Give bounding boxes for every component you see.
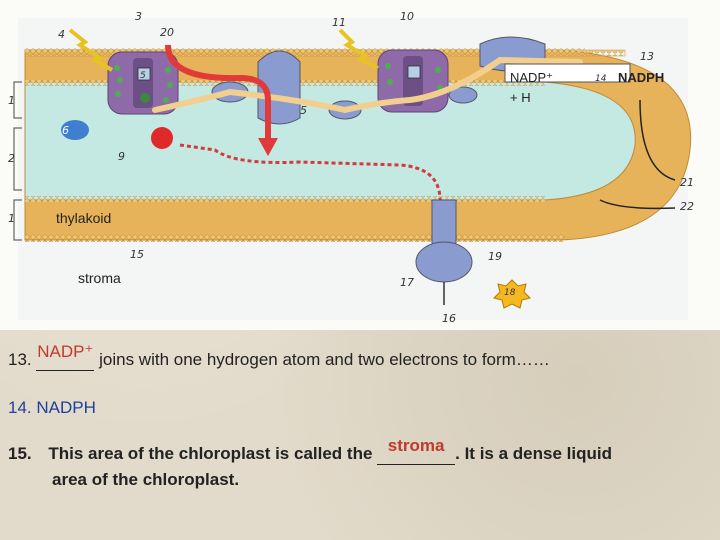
- number-6: 6: [62, 124, 69, 137]
- question-15-text-before: This area of the chloroplast is called t…: [48, 444, 373, 463]
- number-3: 3: [135, 10, 142, 23]
- question-13: 13. NADP⁺ joins with one hydrogen atom a…: [8, 342, 550, 371]
- question-15-answer: stroma: [387, 436, 445, 455]
- question-13-blank: NADP⁺: [36, 342, 95, 371]
- arrow-22: [599, 199, 676, 210]
- photosystem-ii: [107, 51, 179, 115]
- number-2: 2: [8, 152, 15, 165]
- number-19: 19: [488, 250, 502, 263]
- question-13-answer: NADP⁺: [37, 342, 94, 361]
- light-bolt-1: [68, 28, 114, 72]
- number-11: 11: [332, 16, 346, 29]
- question-13-number: 13.: [8, 350, 32, 369]
- plus-h-label: + H: [510, 90, 531, 105]
- number-9: 9: [118, 150, 125, 163]
- number-18: 18: [504, 288, 516, 298]
- number-20: 20: [160, 26, 174, 39]
- number-14: 14: [595, 74, 607, 84]
- proton-flow-path: [179, 143, 442, 240]
- question-15-number: 15.: [8, 444, 32, 463]
- water-molecule: [61, 120, 89, 140]
- question-15: 15. This area of the chloroplast is call…: [8, 436, 612, 465]
- number-16: 16: [442, 312, 456, 325]
- atp-synthase: [415, 199, 473, 305]
- question-15-blank: stroma: [377, 436, 456, 465]
- question-15-text-after: . It is a dense liquid: [455, 444, 612, 463]
- number-15: 15: [130, 248, 144, 261]
- number-10: 10: [400, 10, 414, 23]
- thylakoid-diagram: [0, 0, 720, 330]
- thylakoid-label: thylakoid: [56, 210, 112, 226]
- oxygen-molecule: [151, 127, 173, 149]
- electron-path: [152, 56, 583, 114]
- question-14: 14. NADPH: [8, 398, 96, 418]
- bracket-1: [13, 81, 22, 119]
- stroma-label: stroma: [78, 270, 121, 286]
- question-14-answer: NADPH: [36, 398, 96, 417]
- number-22: 22: [680, 200, 694, 213]
- question-14-number: 14.: [8, 398, 32, 417]
- atp-star: [493, 279, 531, 309]
- nadp-box: [504, 63, 631, 83]
- thylakoid-lumen: [24, 81, 636, 201]
- bracket-3: [13, 199, 22, 241]
- question-13-text: joins with one hydrogen atom and two ele…: [99, 350, 550, 369]
- light-bolt-2: [338, 28, 379, 70]
- number-4: 4: [58, 28, 65, 41]
- number-1a: 1: [8, 94, 15, 107]
- red-arrow: [165, 44, 271, 140]
- number-17: 17: [400, 276, 414, 289]
- number-5a: 5: [140, 71, 146, 81]
- number-1b: 1: [8, 212, 15, 225]
- nadph-label: NADPH: [618, 70, 665, 85]
- number-21: 21: [680, 176, 694, 189]
- nadp-plus-label: NADP⁺: [510, 70, 553, 85]
- arrow-21: [639, 99, 676, 181]
- question-15-line2: area of the chloroplast.: [52, 470, 240, 489]
- number-5b: 5: [300, 104, 307, 117]
- ferredoxin: [448, 86, 478, 104]
- bracket-2: [13, 127, 22, 191]
- number-13: 13: [640, 50, 654, 63]
